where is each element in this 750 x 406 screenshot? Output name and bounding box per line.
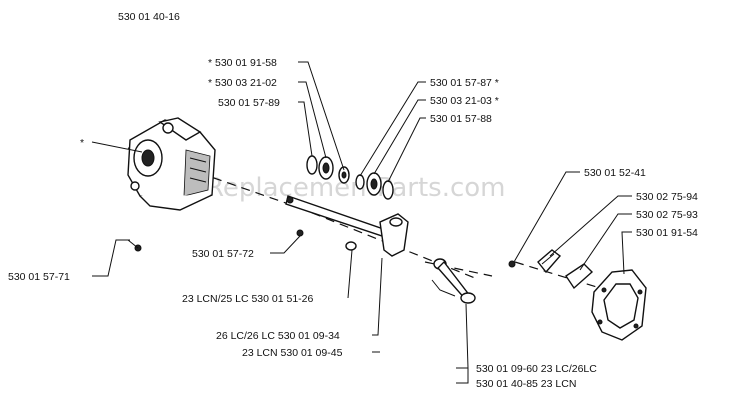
- label-530-01-57-71: 530 01 57-71: [8, 271, 70, 283]
- label-530-01-57-87: 530 01 57-87 *: [430, 77, 499, 89]
- label-530-01-57-89: 530 01 57-89: [218, 97, 280, 109]
- label-530-02-75-94: 530 02 75-94: [636, 191, 698, 203]
- gasket-75-94: [537, 249, 562, 274]
- leader-lines: [91, 61, 632, 384]
- page-code: 530 01 40-16: [118, 11, 180, 23]
- label-530-01-09-34: 26 LC/26 LC 530 01 09-34: [216, 330, 340, 342]
- screw-57-71: [127, 239, 142, 252]
- label-530-01-52-41: 530 01 52-41: [584, 167, 646, 179]
- crankshaft: [285, 195, 409, 257]
- label-530-01-57-88: 530 01 57-88: [430, 113, 492, 125]
- gear-housing: [127, 117, 216, 211]
- label-530-01-09-45: 23 LCN 530 01 09-45: [242, 347, 343, 359]
- label-530-01-40-85: 530 01 40-85 23 LCN: [476, 378, 576, 390]
- conrod-axis-line: [424, 261, 493, 277]
- label-530-01-57-72: 530 01 57-72: [192, 248, 254, 260]
- label-530-01-09-60: 530 01 09-60 23 LC/26LC: [476, 363, 597, 375]
- seal-washer-group-right: [355, 172, 394, 200]
- ring-57-87: [355, 174, 365, 190]
- bearing-51-26: [345, 241, 357, 251]
- label-530-03-21-02: * 530 03 21-02: [208, 77, 277, 89]
- gasket-75-93: [565, 263, 594, 290]
- label-530-03-21-03: 530 03 21-03 *: [430, 95, 499, 107]
- clutch-cover-91-54: [591, 269, 647, 341]
- screw-57-72: [296, 229, 304, 237]
- label-530-01-51-26: 23 LCN/25 LC 530 01 51-26: [182, 293, 314, 305]
- seal-washer-group-left: [306, 155, 350, 184]
- washer-57-88: [382, 180, 394, 200]
- label-530-01-91-58: * 530 01 91-58: [208, 57, 277, 69]
- label-530-01-91-54: 530 01 91-54: [636, 227, 698, 239]
- connecting-rod: [431, 258, 476, 304]
- washer-57-89: [306, 155, 318, 175]
- label-star-housing: *: [80, 137, 84, 149]
- label-530-02-75-93: 530 02 75-93: [636, 209, 698, 221]
- pin-52-41: [508, 260, 516, 268]
